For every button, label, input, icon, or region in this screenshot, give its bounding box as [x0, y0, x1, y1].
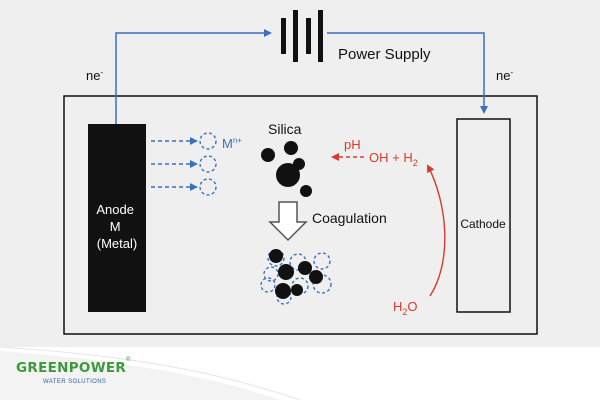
brand-name: GREENPOWER — [16, 360, 127, 376]
greenpower-logo: GREENPOWER ® WATER SOLUTIONS — [16, 357, 156, 396]
water-reduction-arrow — [427, 164, 446, 297]
power-supply-label: Power Supply — [338, 46, 431, 63]
ph-label: pH — [344, 137, 361, 152]
water-label: H2O — [393, 299, 418, 317]
metal-ion-circles — [199, 132, 217, 196]
electron-label-right: ne- — [496, 68, 513, 83]
footer-wave — [0, 347, 301, 400]
coagulation-arrow-icon — [268, 201, 308, 242]
cathode-label: Cathode — [460, 217, 506, 231]
hydroxide-hydrogen-label: OH + H2 — [369, 150, 418, 168]
electrocoagulation-diagram: Power Supply ne- ne- Anode M (Metal) Cat… — [63, 10, 538, 335]
metal-ion-arrows — [151, 137, 198, 191]
anode-electrode — [88, 124, 146, 312]
tank-outline — [63, 95, 538, 335]
cathode-electrode — [456, 118, 511, 313]
battery-icon — [281, 10, 323, 62]
anode-wire-arrow — [115, 29, 272, 124]
cathode-wire-arrow — [327, 32, 488, 114]
coagulation-label: Coagulation — [312, 210, 387, 226]
floc-silica-particles — [269, 249, 323, 299]
anode-label: Anode M (Metal) — [96, 202, 137, 251]
brand-trademark: ® — [126, 357, 131, 363]
brand-tagline: WATER SOLUTIONS — [43, 379, 107, 385]
electron-label-left: ne- — [86, 68, 103, 83]
metal-ion-label: Mn+ — [222, 136, 242, 151]
silica-particles — [261, 141, 312, 197]
silica-label: Silica — [268, 121, 302, 137]
footer — [0, 347, 600, 400]
